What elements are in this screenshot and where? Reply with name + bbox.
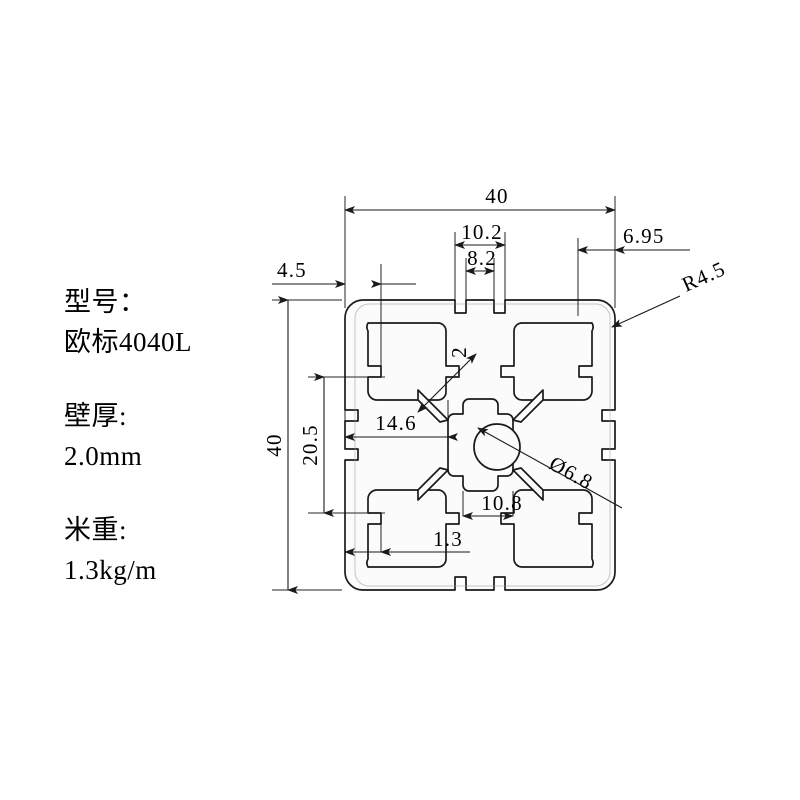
dim-leader-corner-radius [611, 295, 681, 328]
profile-inner-hairlines [354, 303, 611, 587]
dim-text-slot-center-height: 20.5 [298, 424, 322, 466]
dim-text-core-width: 10.8 [481, 491, 523, 515]
dim-text-slot-opening-inner: 8.2 [467, 246, 497, 270]
dimension-annotations [272, 196, 690, 594]
chamber-bottom-left [366, 489, 460, 568]
spec-label-model: 型号： [64, 287, 147, 317]
spec-value-wall-thickness: 2.0mm [64, 441, 143, 471]
chamber-bottom-right [500, 489, 594, 568]
dim-leader-bore-diameter [477, 427, 623, 509]
dim-line-wall-thickness [417, 353, 477, 413]
dim-text-edge-offset: 4.5 [277, 258, 307, 282]
spec-item-model: 型号： 欧标4040L [64, 282, 294, 362]
web-bottom-right [512, 467, 544, 501]
spec-value-model: 欧标4040L [64, 327, 192, 357]
web-bottom-left [417, 467, 449, 501]
dim-text-wall-thickness: 2 [447, 346, 471, 358]
dim-text-web-offset: 14.6 [375, 411, 417, 435]
specification-block: 型号： 欧标4040L 壁厚: 2.0mm 米重: 1.3kg/m [64, 282, 294, 590]
profile-outline [344, 299, 616, 591]
dim-text-corner-land: 6.95 [623, 224, 665, 248]
dim-text-slot-opening-outer: 10.2 [461, 220, 503, 244]
spec-item-weight-per-meter: 米重: 1.3kg/m [64, 510, 294, 590]
dim-text-corner-radius: R4.5 [678, 256, 729, 296]
chamber-top-right [500, 322, 594, 401]
dim-text-rib-thickness: 1.3 [433, 527, 463, 551]
dim-text-overall-width: 40 [485, 184, 508, 208]
web-top-right [512, 389, 544, 423]
dim-text-overall-height: 40 [262, 433, 286, 456]
spec-value-weight-per-meter: 1.3kg/m [64, 555, 157, 585]
spec-label-wall-thickness: 壁厚: [64, 401, 128, 431]
spec-label-weight-per-meter: 米重: [64, 515, 128, 545]
spec-item-wall-thickness: 壁厚: 2.0mm [64, 396, 294, 476]
